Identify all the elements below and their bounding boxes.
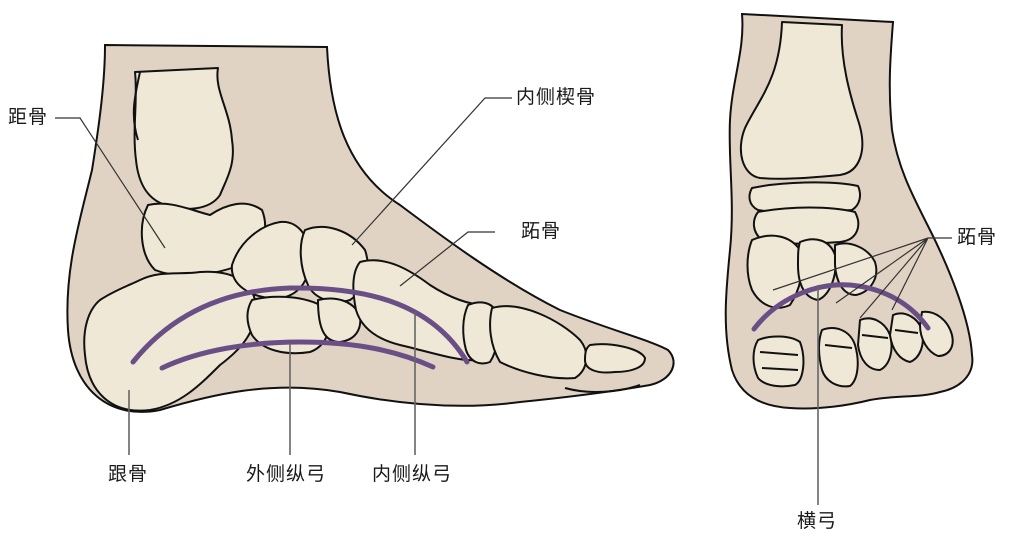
front-tibia-bone [739,21,864,180]
front-tarsal-1 [746,234,803,309]
side-view-foot [55,43,675,455]
label-calcaneus: 跟骨 [108,463,149,485]
front-toe-joint-lines [759,329,919,371]
calcaneus-bone [83,270,257,412]
middle-phalanx [489,305,588,380]
medial-cuneiform-bone [299,225,369,303]
tibia-bone [133,67,234,210]
cuboid-bone [246,295,330,355]
label-talus: 距骨 [8,106,49,128]
distal-phalanx [584,343,646,374]
front-calcaneus-bone [752,206,860,245]
medial-cuneiform-leader [351,97,512,246]
front-toe-1 [752,335,805,388]
talus-leader [55,117,166,249]
toe-nail-line [564,384,641,393]
transverse-arch-line [751,282,931,332]
label-metatarsal-side: 跖骨 [521,220,562,242]
front-view-foot [724,12,974,505]
front-metatarsal-leaders [772,237,952,319]
medial-longitudinal-arch-line [130,285,470,365]
front-toe-3 [857,317,893,371]
front-toe-4 [889,312,924,363]
fibula-bone [132,71,141,141]
metatarsal-leader [399,231,495,287]
front-talus-bone [748,181,861,214]
front-toe-2 [818,327,859,388]
cuneiform-bone [317,297,362,343]
label-lateral-longitudinal-arch: 外侧纵弓 [246,463,327,485]
label-medial-cuneiform: 内侧楔骨 [516,86,597,108]
lateral-longitudinal-arch-line [159,339,436,371]
proximal-phalanx [462,301,499,365]
front-toe-5 [919,310,954,357]
label-medial-longitudinal-arch: 内侧纵弓 [372,463,453,485]
label-transverse-arch: 横弓 [797,510,838,532]
label-metatarsal-front: 跖骨 [957,226,998,248]
